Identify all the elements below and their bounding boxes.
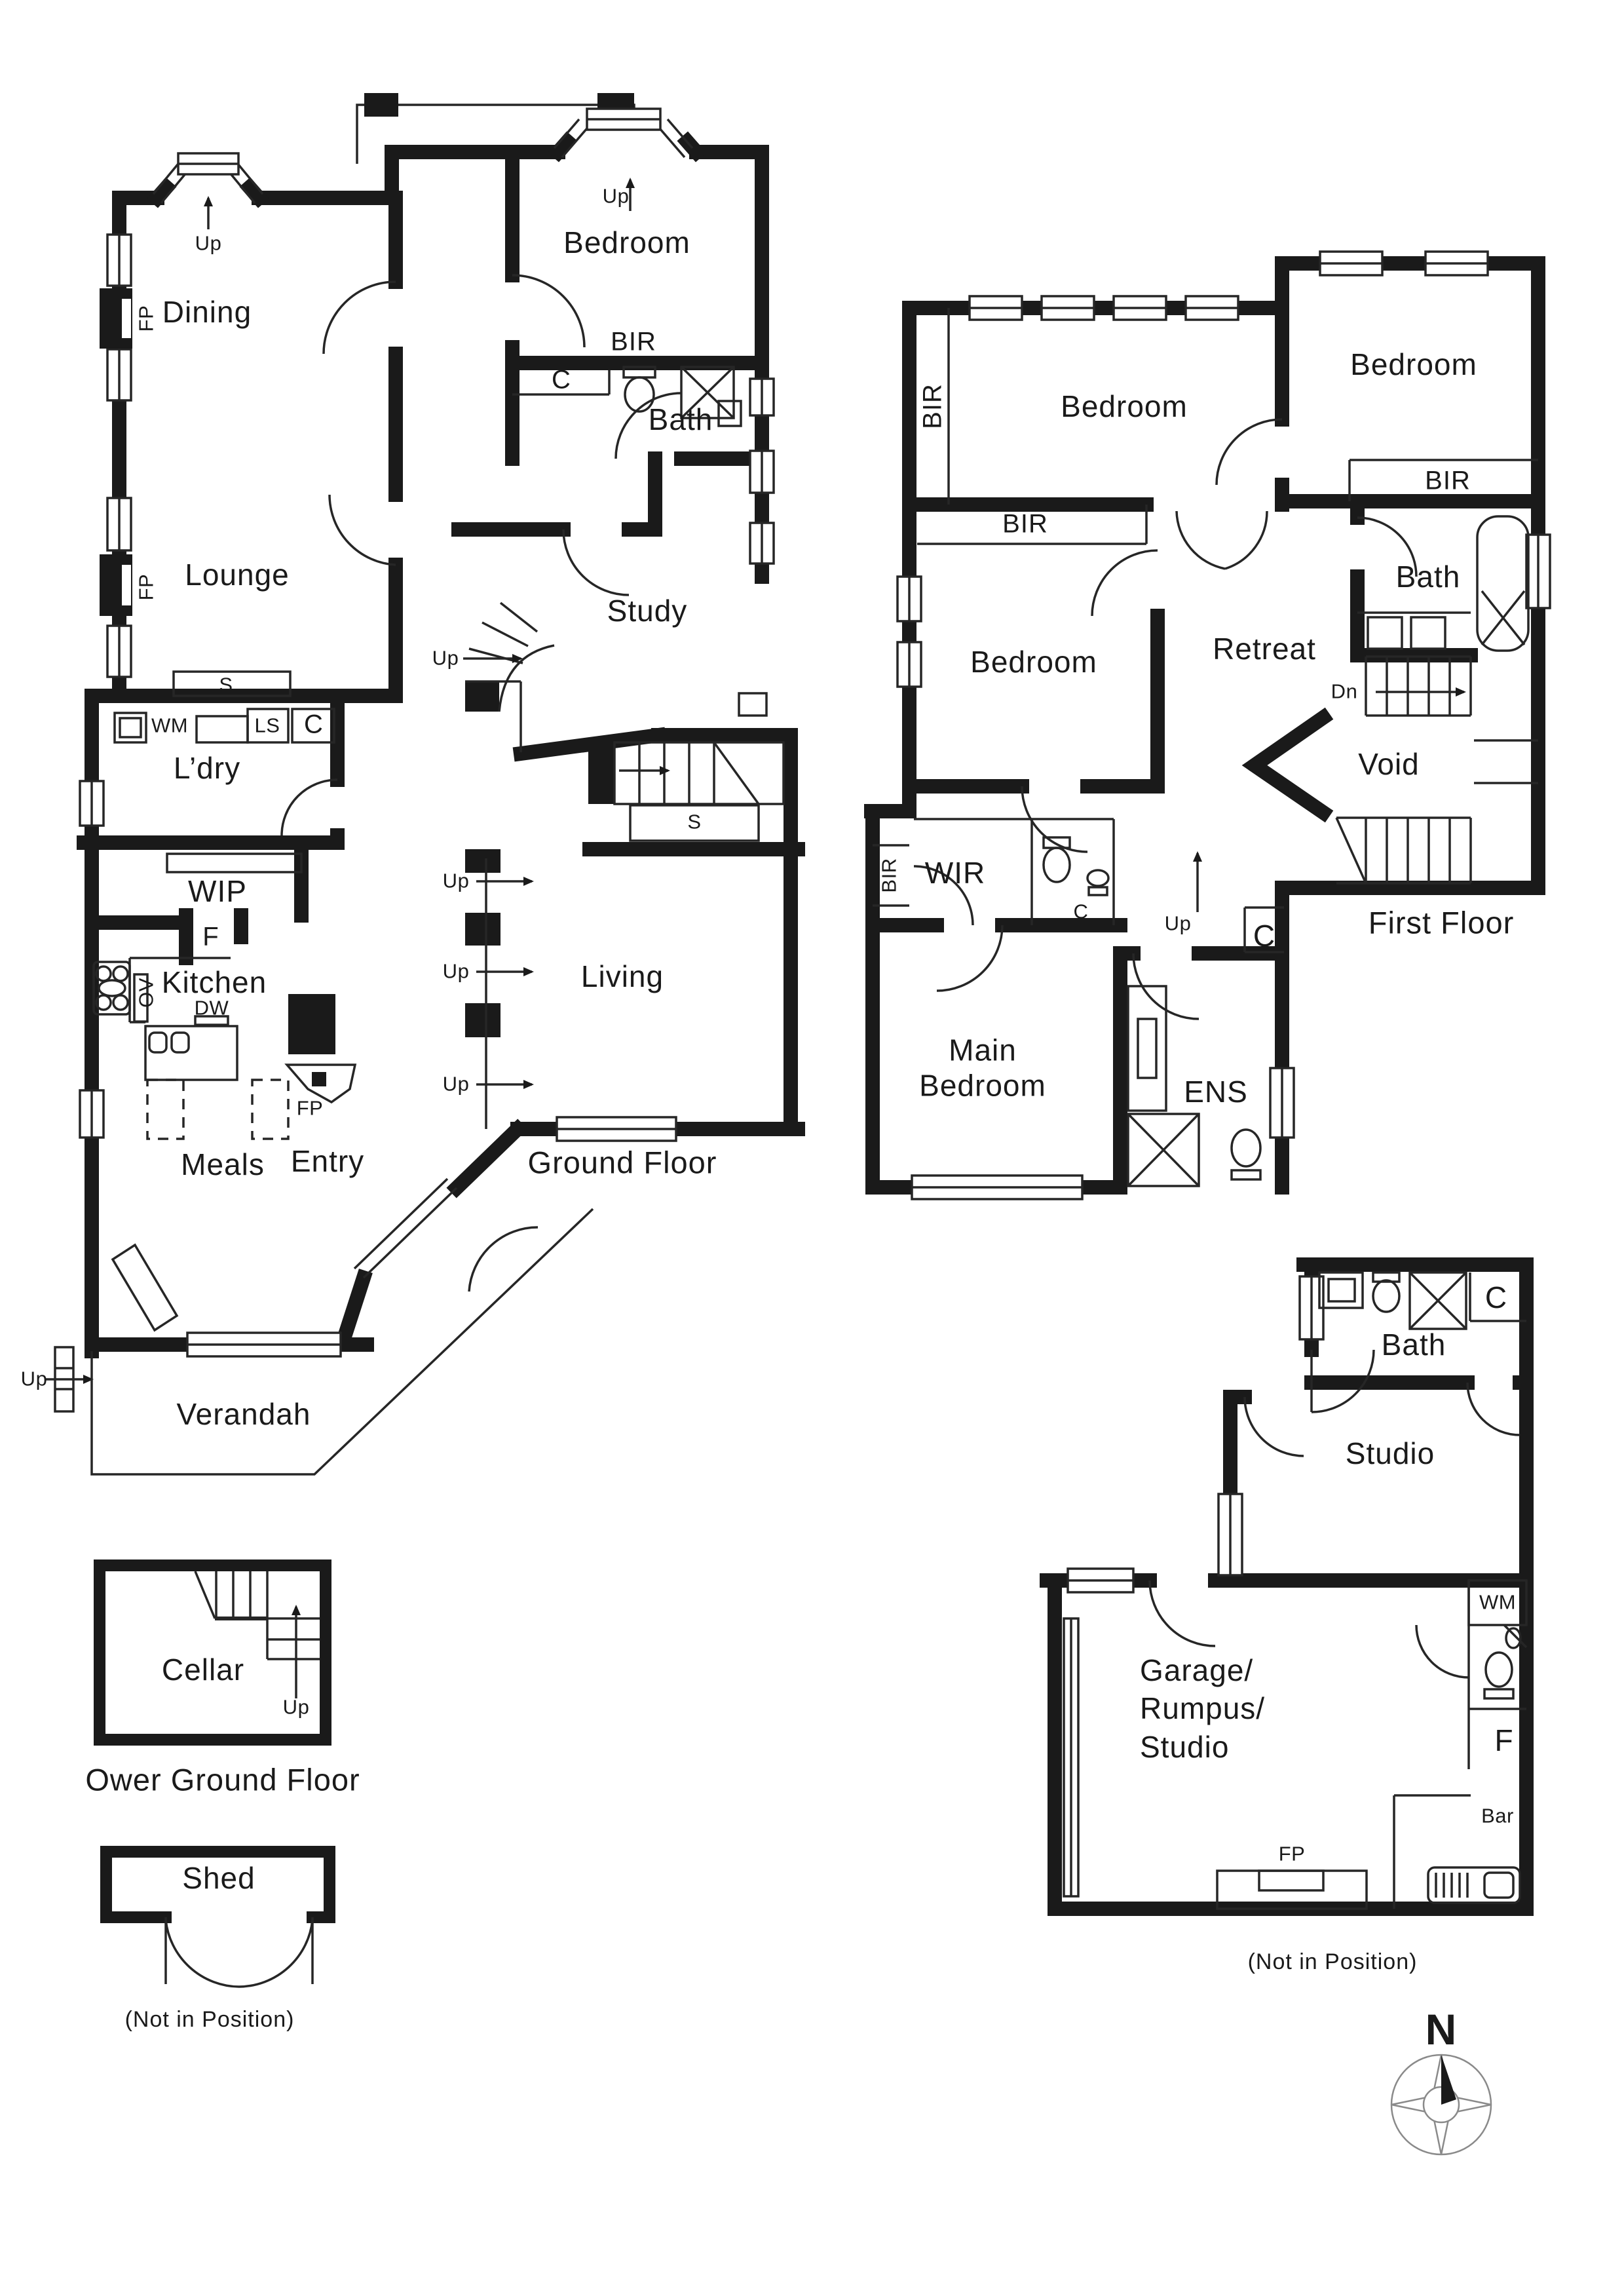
bir-label-f-h: BIR [1002,509,1048,539]
first-floor-windows [896,250,1551,1200]
ground-floor-stairs [46,178,785,1413]
room-label-studio: Studio [1345,1436,1435,1470]
room-label-living: Living [580,959,664,993]
room-label-bedroom-tl: Bedroom [1061,389,1188,423]
floor-title-lower: Ower Ground Floor [85,1762,360,1797]
up-label-living-1: Up [442,869,470,892]
room-label-entry: Entry [290,1143,365,1178]
compass-rose [1390,2054,1492,2156]
first-floor-fixtures [1042,515,1530,1187]
ls-label: LS [254,714,280,737]
up-label-f: Up [1164,911,1192,935]
fp-label-ob: FP [1278,1842,1306,1866]
c-label-g: C [552,365,571,394]
bir-label-f-left: BIR [918,383,947,429]
room-label-ens: ENS [1184,1074,1248,1109]
room-label-bedroom-mid: Bedroom [970,644,1097,679]
fp-label-entry: FP [296,1096,324,1120]
ground-floor-bay-windows [152,107,694,204]
up-label-living-2: Up [442,959,470,983]
s-label-stair: S [687,810,702,833]
floor-title-first: First Floor [1368,905,1515,940]
ground-floor-fixtures [90,288,742,1476]
outbuilding-windows [1067,1275,1325,1594]
outbuilding-doors [1148,1349,1520,1679]
room-label-meals: Meals [181,1147,265,1181]
ground-floor-windows [79,233,775,1358]
outbuilding-plan [1040,1257,1534,1916]
north-label: N [1425,2005,1458,2054]
lower-ground-floor-plan [94,1559,331,1746]
up-label-cellar: Up [282,1695,310,1719]
bir-label-f-tr: BIR [1425,466,1471,495]
outbuilding-fixtures [1063,1271,1528,1910]
up-label-living-3: Up [442,1072,470,1096]
up-label-bedroom-bay: Up [602,184,630,208]
room-label-kitchen: Kitchen [161,965,267,999]
first-floor-stairs [1193,655,1538,912]
room-label-bedroom-tr: Bedroom [1350,347,1477,381]
ov-label: OV [134,978,158,1008]
first-floor-doors [913,418,1418,1020]
fp-label-dining: FP [134,305,158,332]
room-label-shed: Shed [182,1860,255,1895]
f-label-ob: F [1494,1723,1514,1757]
note-ob-not-in-position: (Not in Position) [1247,1949,1418,1974]
bir-label-g: BIR [611,327,656,356]
up-label-dining-bay: Up [195,231,222,255]
c-label-row: C [304,710,324,739]
room-label-cellar: Cellar [161,1652,245,1687]
wm-label-g: WM [151,714,189,737]
bir-label-f-small: BIR [877,858,901,893]
s-label-shelf: S [219,673,233,697]
wm-label-ob: WM [1479,1590,1517,1614]
dw-label: DW [194,996,229,1020]
cellar-stairs [194,1571,320,1698]
first-floor-closet-lines [873,308,1538,953]
f-label-kitchen: F [202,922,219,951]
room-label-bath-ob: Bath [1381,1327,1446,1362]
dn-label: Dn [1331,679,1358,703]
c-label-f-box: C [1253,918,1276,953]
room-label-verandah: Verandah [176,1396,311,1431]
room-label-bath-f: Bath [1395,559,1461,594]
floor-title-ground: Ground Floor [527,1145,717,1180]
room-label-bath-g: Bath [648,402,713,436]
room-label-laundry: L’dry [173,750,241,785]
up-label-verandah: Up [20,1367,48,1390]
room-label-study: Study [607,593,688,628]
room-label-void: Void [1358,746,1420,781]
ground-floor-doors [280,274,682,1292]
room-label-dining: Dining [162,294,252,329]
c-label-wc: C [1073,900,1089,923]
first-floor-plan [864,250,1551,1200]
ground-floor-plan [46,93,805,1476]
room-label-wir: WIR [924,855,986,890]
note-shed-not-in-position: (Not in Position) [124,2006,295,2032]
fp-label-lounge: FP [134,573,158,601]
room-label-garage: Garage/ Rumpus/ Studio [1140,1653,1266,1764]
room-label-lounge: Lounge [185,557,290,592]
room-label-bedroom-g: Bedroom [563,225,690,259]
room-label-wip: WIP [188,873,247,908]
up-label-spiral-stair: Up [432,646,459,670]
room-label-main-bedroom: Main Bedroom [919,1033,1046,1103]
bar-label: Bar [1481,1804,1514,1827]
c-label-ob: C [1484,1280,1508,1314]
shed-plan [100,1846,335,1988]
room-label-retreat: Retreat [1213,631,1316,666]
